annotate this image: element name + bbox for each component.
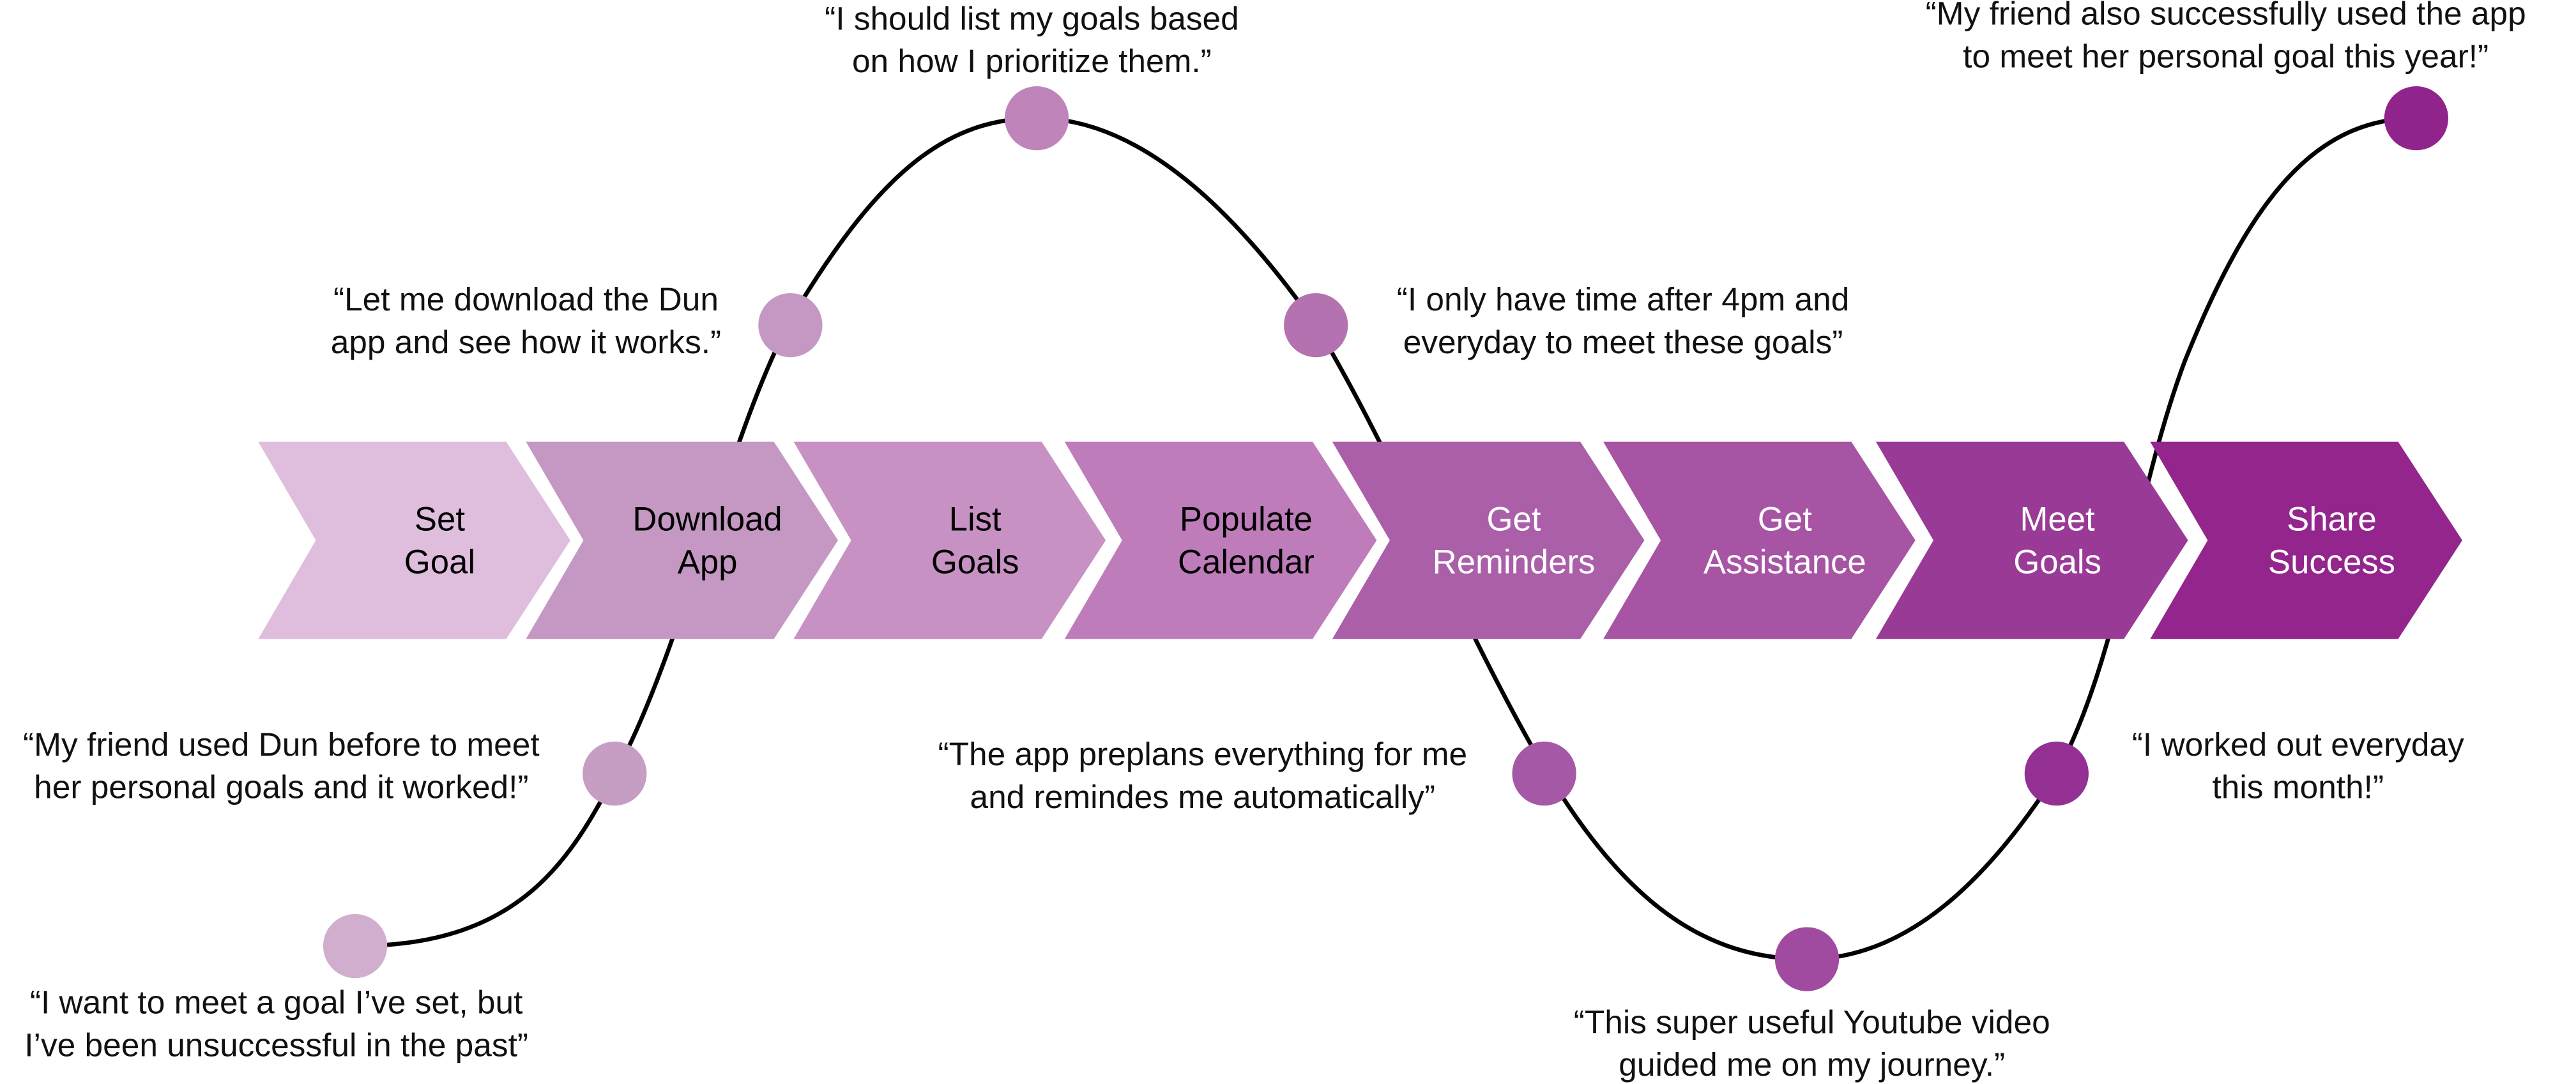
step-label-line1: Share: [2287, 501, 2377, 538]
step-label-line2: Goals: [931, 543, 1019, 581]
touchpoint-dot: [1774, 927, 1840, 991]
step-label-line1: Get: [1487, 501, 1541, 538]
step-label-line1: Populate: [1180, 501, 1313, 538]
step-chevron: [526, 441, 838, 639]
step-label-line2: Calendar: [1178, 543, 1315, 581]
step-label-line1: Meet: [2020, 501, 2095, 538]
quote: “I want to meet a goal I’ve set, butI’ve…: [24, 983, 528, 1063]
journey-steps: SetGoalDownloadAppListGoalsPopulateCalen…: [258, 441, 2462, 639]
touchpoint-dot: [2384, 86, 2449, 151]
journey-quotes: “I want to meet a goal I’ve set, butI’ve…: [23, 0, 2526, 1083]
quote: “The app preplans everything for me and r…: [938, 735, 1467, 815]
quote: “Let me download the Dun app and see how …: [331, 280, 721, 360]
quote: “My friend used Dun before to meet her pe…: [23, 726, 540, 805]
journey-touchpoints: [323, 86, 2449, 991]
quote-line2: and remindes me automatically”: [970, 778, 1436, 815]
touchpoint-dot: [323, 913, 388, 979]
step-label-line1: Download: [632, 501, 782, 538]
quote-line2: her personal goals and it worked!”: [34, 768, 528, 805]
quote-line1: “My friend used Dun before to meet: [23, 726, 540, 763]
quote-line1: “I only have time after 4pm and: [1397, 280, 1850, 317]
quote-line1: “The app preplans everything for me: [938, 735, 1467, 772]
step-chevron: [1603, 441, 1916, 639]
step-label-line1: Set: [415, 501, 465, 538]
step-label-line2: App: [678, 543, 738, 581]
quote: “I should list my goals based on how I pr…: [825, 0, 1239, 79]
quote-line2: app and see how it works.”: [331, 323, 721, 360]
step-chevron: [1064, 441, 1377, 639]
quote-line2: on how I prioritize them.”: [852, 42, 1212, 79]
quote-line2: guided me on my journey.”: [1619, 1046, 2005, 1083]
step-label-line1: Get: [1758, 501, 1812, 538]
touchpoint-dot: [1004, 86, 1069, 151]
touchpoint-dot: [1512, 741, 1576, 806]
quote-line1: “My friend also successfully used the ap…: [1926, 0, 2526, 32]
step-label-line2: Goal: [404, 543, 475, 581]
step-label-line2: Success: [2268, 543, 2395, 581]
touchpoint-dot: [583, 741, 647, 806]
quote-line1: “Let me download the Dun: [333, 280, 719, 317]
step-label-line2: Reminders: [1433, 543, 1596, 581]
step-label-line2: Assistance: [1703, 543, 1866, 581]
step-label-line1: List: [949, 501, 1002, 538]
step-chevron: [1875, 441, 2188, 639]
quote-line1: “I should list my goals based: [825, 0, 1239, 36]
quote-line1: “This super useful Youtube video: [1574, 1003, 2050, 1040]
step-chevron: [2150, 441, 2462, 639]
quote-line2: everyday to meet these goals”: [1403, 323, 1843, 360]
quote: “I worked out everyday this month!”: [2132, 726, 2464, 805]
touchpoint-dot: [2024, 741, 2089, 806]
quote-line2: I’ve been unsuccessful in the past”: [24, 1026, 528, 1063]
step-chevron: [1332, 441, 1645, 639]
quote-line2: this month!”: [2213, 768, 2384, 805]
step-chevron: [793, 441, 1106, 639]
touchpoint-dot: [758, 293, 823, 358]
step-label-line2: Goals: [2013, 543, 2101, 581]
quote: “This super useful Youtube video guided m…: [1574, 1003, 2050, 1083]
step-chevron: [258, 441, 570, 639]
quote: “My friend also successfully used the ap…: [1926, 0, 2526, 74]
quote: “I only have time after 4pm and everyday …: [1397, 280, 1850, 360]
touchpoint-dot: [1284, 293, 1348, 358]
quote-line1: “I want to meet a goal I’ve set, but: [30, 983, 523, 1020]
quote-line1: “I worked out everyday: [2132, 726, 2464, 763]
quote-line2: to meet her personal goal this year!”: [1963, 37, 2488, 74]
